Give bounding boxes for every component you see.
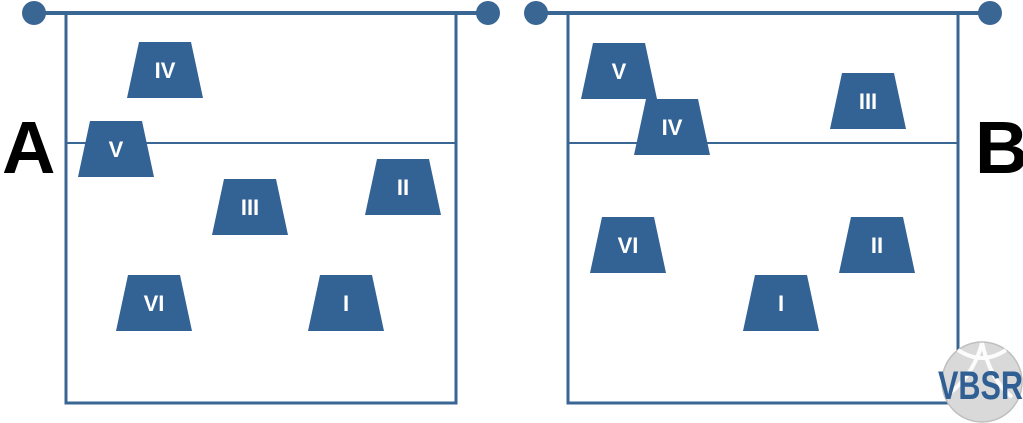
player-marker: I bbox=[743, 275, 819, 331]
player-position-label: III bbox=[859, 89, 877, 114]
player-marker: II bbox=[365, 159, 441, 215]
court-label-b: B bbox=[975, 106, 1023, 189]
player-marker: VI bbox=[590, 217, 666, 273]
player-marker: V bbox=[581, 43, 657, 99]
player-marker: V bbox=[78, 121, 154, 177]
player-marker: III bbox=[212, 179, 288, 235]
player-position-label: IV bbox=[155, 58, 176, 83]
player-position-shape bbox=[212, 179, 288, 235]
player-position-label: VI bbox=[618, 233, 639, 258]
player-marker: II bbox=[839, 217, 915, 273]
player-position-shape bbox=[839, 217, 915, 273]
logo-text: VBSR bbox=[938, 364, 1023, 408]
vbsr-logo: VBSR bbox=[938, 341, 1023, 423]
player-marker: VI bbox=[116, 275, 192, 331]
logo-ball-seam-icon bbox=[947, 342, 1014, 399]
player-position-shape bbox=[634, 99, 710, 155]
net-post-left-b bbox=[524, 1, 548, 25]
player-position-label: I bbox=[343, 291, 349, 316]
net-post-right-b bbox=[978, 1, 1002, 25]
logo-ball-icon bbox=[941, 341, 1023, 423]
player-position-label: III bbox=[241, 195, 259, 220]
player-position-shape bbox=[308, 275, 384, 331]
player-position-label: V bbox=[109, 137, 124, 162]
player-marker: I bbox=[308, 275, 384, 331]
player-position-label: II bbox=[397, 175, 409, 200]
player-position-shape bbox=[127, 42, 203, 98]
player-position-label: IV bbox=[662, 115, 683, 140]
player-position-shape bbox=[743, 275, 819, 331]
player-position-label: V bbox=[612, 59, 627, 84]
player-position-shape bbox=[590, 217, 666, 273]
player-position-shape bbox=[830, 73, 906, 129]
court-label-a: A bbox=[2, 106, 55, 189]
court-boundary-b bbox=[566, 11, 960, 405]
player-position-shape bbox=[581, 43, 657, 99]
player-position-label: II bbox=[871, 233, 883, 258]
court-boundary-a bbox=[64, 11, 458, 405]
player-marker: III bbox=[830, 73, 906, 129]
player-marker: IV bbox=[634, 99, 710, 155]
player-position-label: I bbox=[778, 291, 784, 316]
player-position-shape bbox=[365, 159, 441, 215]
player-position-shape bbox=[116, 275, 192, 331]
net-post-left-a bbox=[22, 1, 46, 25]
player-position-label: VI bbox=[144, 291, 165, 316]
net-post-right-a bbox=[476, 1, 500, 25]
player-position-shape bbox=[78, 121, 154, 177]
player-marker: IV bbox=[127, 42, 203, 98]
